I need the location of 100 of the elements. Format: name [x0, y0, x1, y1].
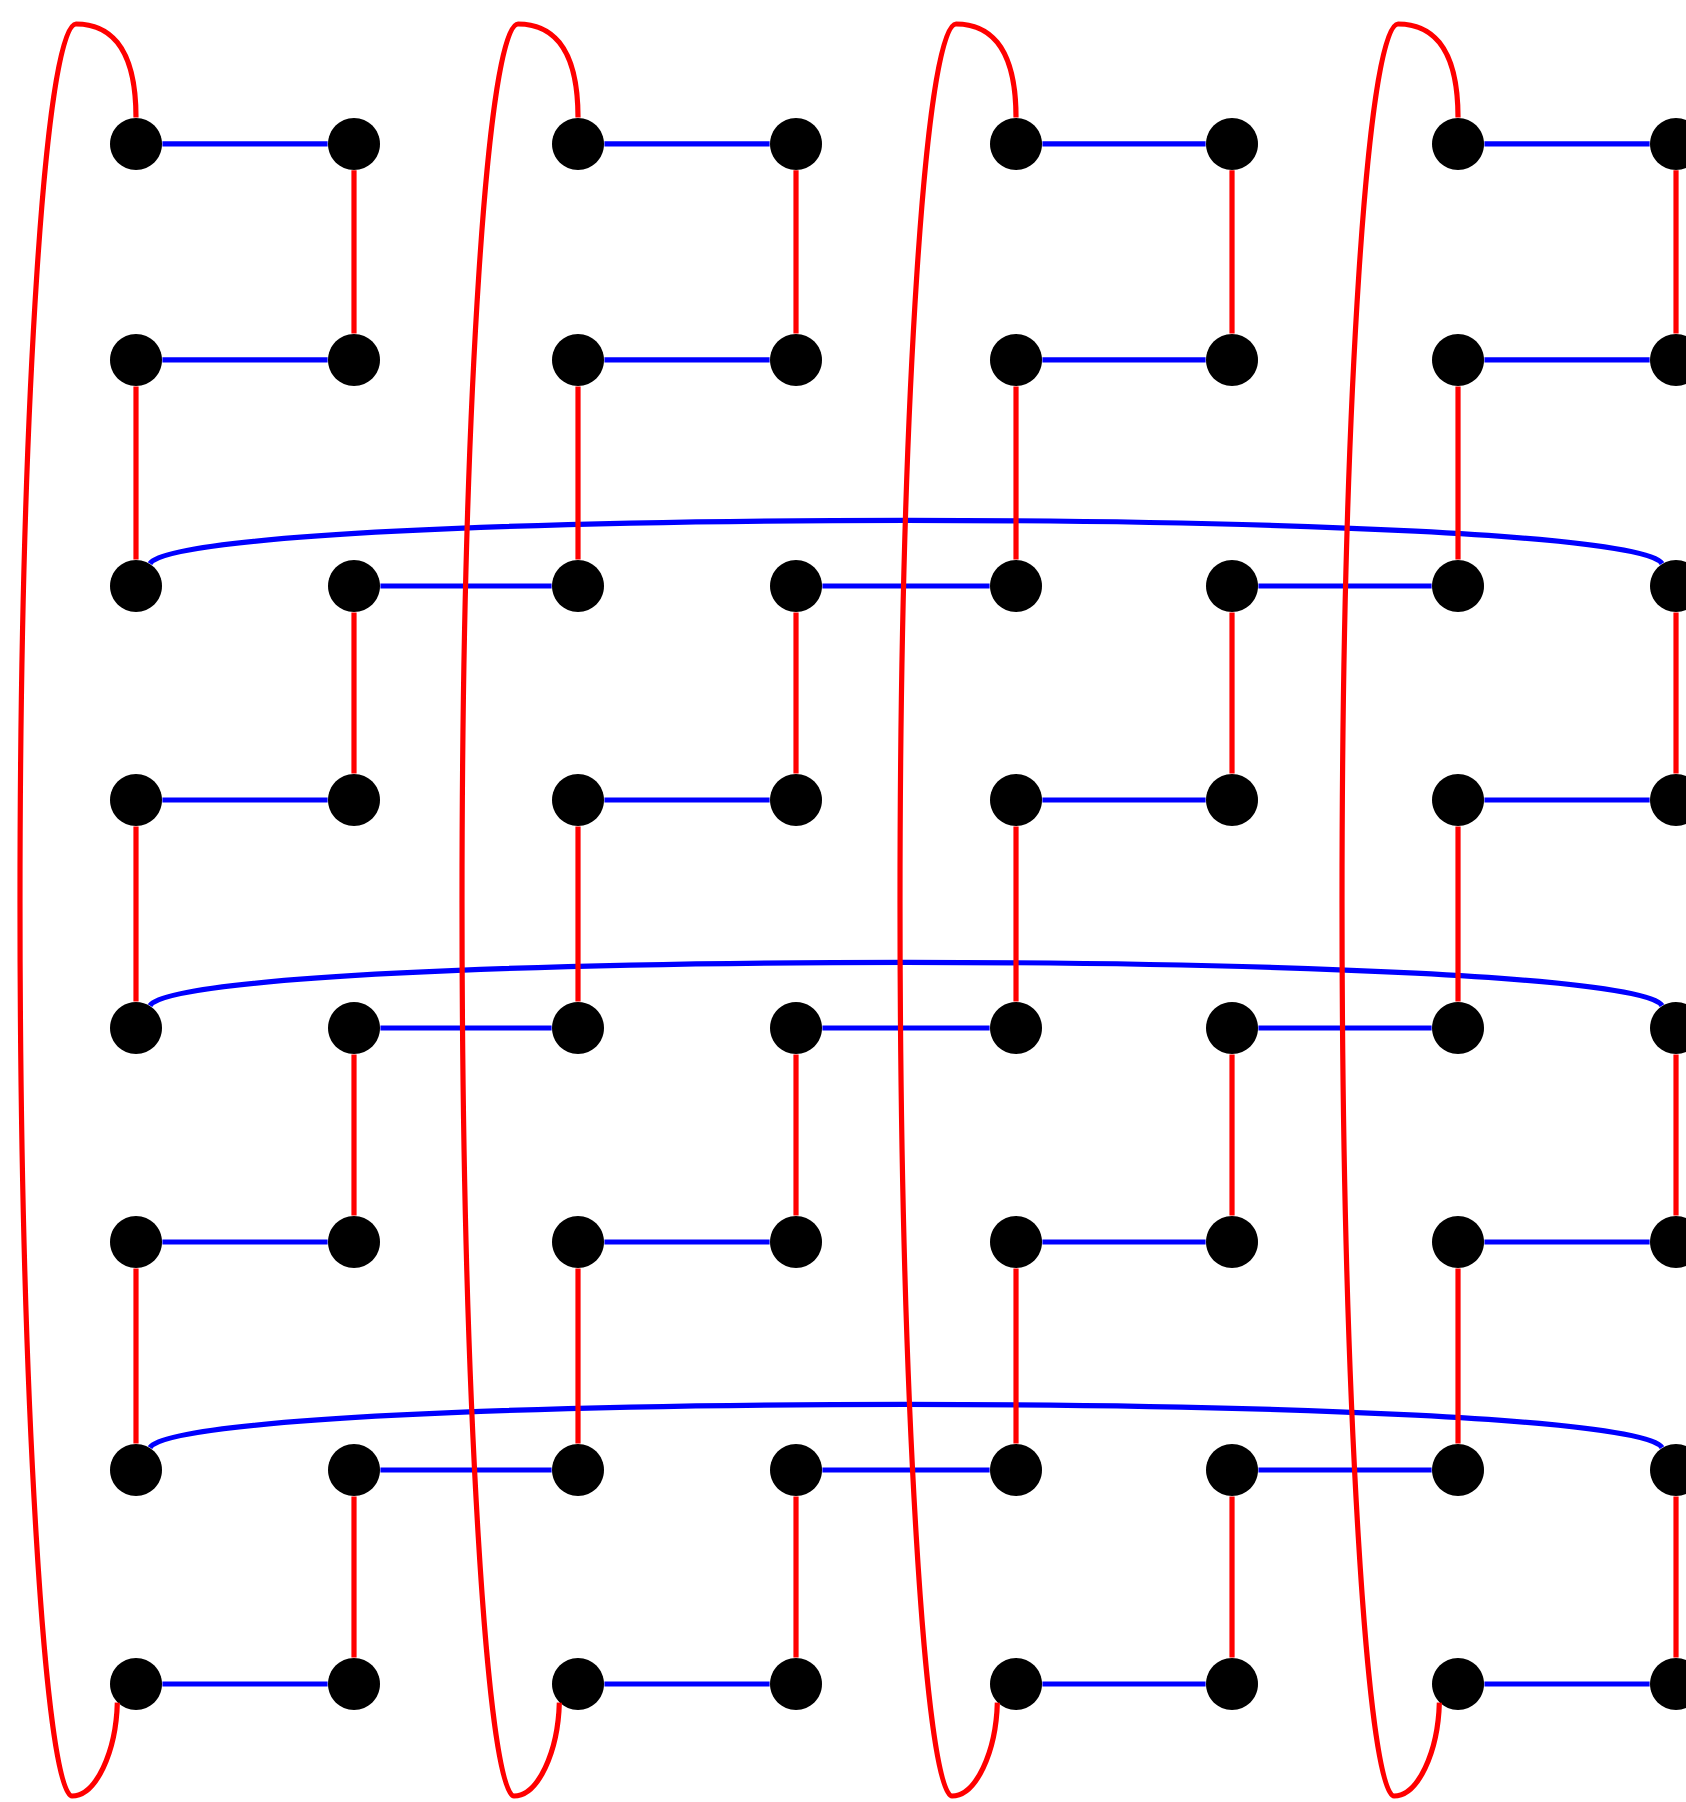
dot — [1206, 560, 1258, 612]
line-connector — [1013, 386, 1019, 560]
line-connector — [1229, 612, 1235, 774]
dot — [552, 560, 604, 612]
dot — [990, 1444, 1042, 1496]
dot — [328, 1002, 380, 1054]
dot — [1206, 774, 1258, 826]
line-connector — [351, 612, 357, 774]
dot — [1432, 1658, 1484, 1710]
dot — [990, 334, 1042, 386]
line-connector — [380, 1025, 552, 1031]
line-connector — [1673, 170, 1679, 334]
dot — [770, 1002, 822, 1054]
arc-connector — [149, 1401, 1663, 1451]
loop-connector — [17, 21, 139, 1799]
dot — [1432, 1216, 1484, 1268]
dot — [1432, 1444, 1484, 1496]
line-connector — [1673, 612, 1679, 774]
line-connector — [822, 1467, 990, 1473]
line-connector — [604, 141, 770, 147]
line-connector — [604, 1239, 770, 1245]
line-connector — [1258, 1467, 1432, 1473]
line-connector — [1013, 826, 1019, 1002]
dot — [1206, 1444, 1258, 1496]
dot — [110, 560, 162, 612]
dot — [552, 1002, 604, 1054]
dot — [552, 774, 604, 826]
dot — [770, 560, 822, 612]
line-connector — [380, 1467, 552, 1473]
dot — [1432, 118, 1484, 170]
line-connector — [1229, 1054, 1235, 1216]
line-connector — [162, 357, 328, 363]
dot — [328, 118, 380, 170]
dot — [1206, 1216, 1258, 1268]
dot — [990, 774, 1042, 826]
dot — [1432, 1002, 1484, 1054]
line-connector — [604, 1681, 770, 1687]
dot — [328, 1444, 380, 1496]
line-connector — [793, 612, 799, 774]
line-connector — [1042, 797, 1206, 803]
dot — [990, 560, 1042, 612]
line-connector — [1484, 1239, 1650, 1245]
dot — [990, 118, 1042, 170]
line-connector — [133, 1268, 139, 1444]
loop-connector — [459, 21, 581, 1799]
dot — [1206, 334, 1258, 386]
line-connector — [1673, 1496, 1679, 1658]
dot — [110, 1658, 162, 1710]
line-connector — [351, 170, 357, 334]
dot — [1206, 1658, 1258, 1710]
dot — [1432, 560, 1484, 612]
dot — [770, 334, 822, 386]
line-connector — [1455, 386, 1461, 560]
loop-connector — [897, 21, 1019, 1799]
line-connector — [351, 1054, 357, 1216]
line-connector — [1042, 1239, 1206, 1245]
line-connector — [1229, 1496, 1235, 1658]
dot — [328, 774, 380, 826]
dot — [110, 1002, 162, 1054]
line-connector — [575, 826, 581, 1002]
line-connector — [793, 1054, 799, 1216]
dot — [770, 1658, 822, 1710]
dot — [328, 334, 380, 386]
line-connector — [351, 1496, 357, 1658]
dot — [770, 1216, 822, 1268]
line-connector — [162, 797, 328, 803]
line-connector — [1484, 141, 1650, 147]
line-connector — [1042, 357, 1206, 363]
dot — [552, 118, 604, 170]
dot — [110, 334, 162, 386]
dot — [1206, 1002, 1258, 1054]
line-connector — [1484, 1681, 1650, 1687]
dot — [770, 118, 822, 170]
dot — [552, 1444, 604, 1496]
dot — [1432, 334, 1484, 386]
line-connector — [133, 386, 139, 560]
dot — [1432, 774, 1484, 826]
dot — [552, 334, 604, 386]
dot — [328, 1216, 380, 1268]
line-connector — [1484, 797, 1650, 803]
line-connector — [1229, 170, 1235, 334]
line-connector — [575, 386, 581, 560]
arc-connector — [149, 959, 1663, 1009]
dot — [328, 560, 380, 612]
dot — [1206, 118, 1258, 170]
line-connector — [1042, 1681, 1206, 1687]
line-connector — [1042, 141, 1206, 147]
line-connector — [822, 583, 990, 589]
line-connector — [604, 797, 770, 803]
line-connector — [1013, 1268, 1019, 1444]
dot — [990, 1658, 1042, 1710]
line-connector — [575, 1268, 581, 1444]
line-connector — [793, 170, 799, 334]
line-connector — [1455, 826, 1461, 1002]
line-connector — [1673, 1054, 1679, 1216]
dot — [552, 1216, 604, 1268]
dot — [990, 1002, 1042, 1054]
line-connector — [604, 357, 770, 363]
line-connector — [133, 826, 139, 1002]
dot — [110, 774, 162, 826]
